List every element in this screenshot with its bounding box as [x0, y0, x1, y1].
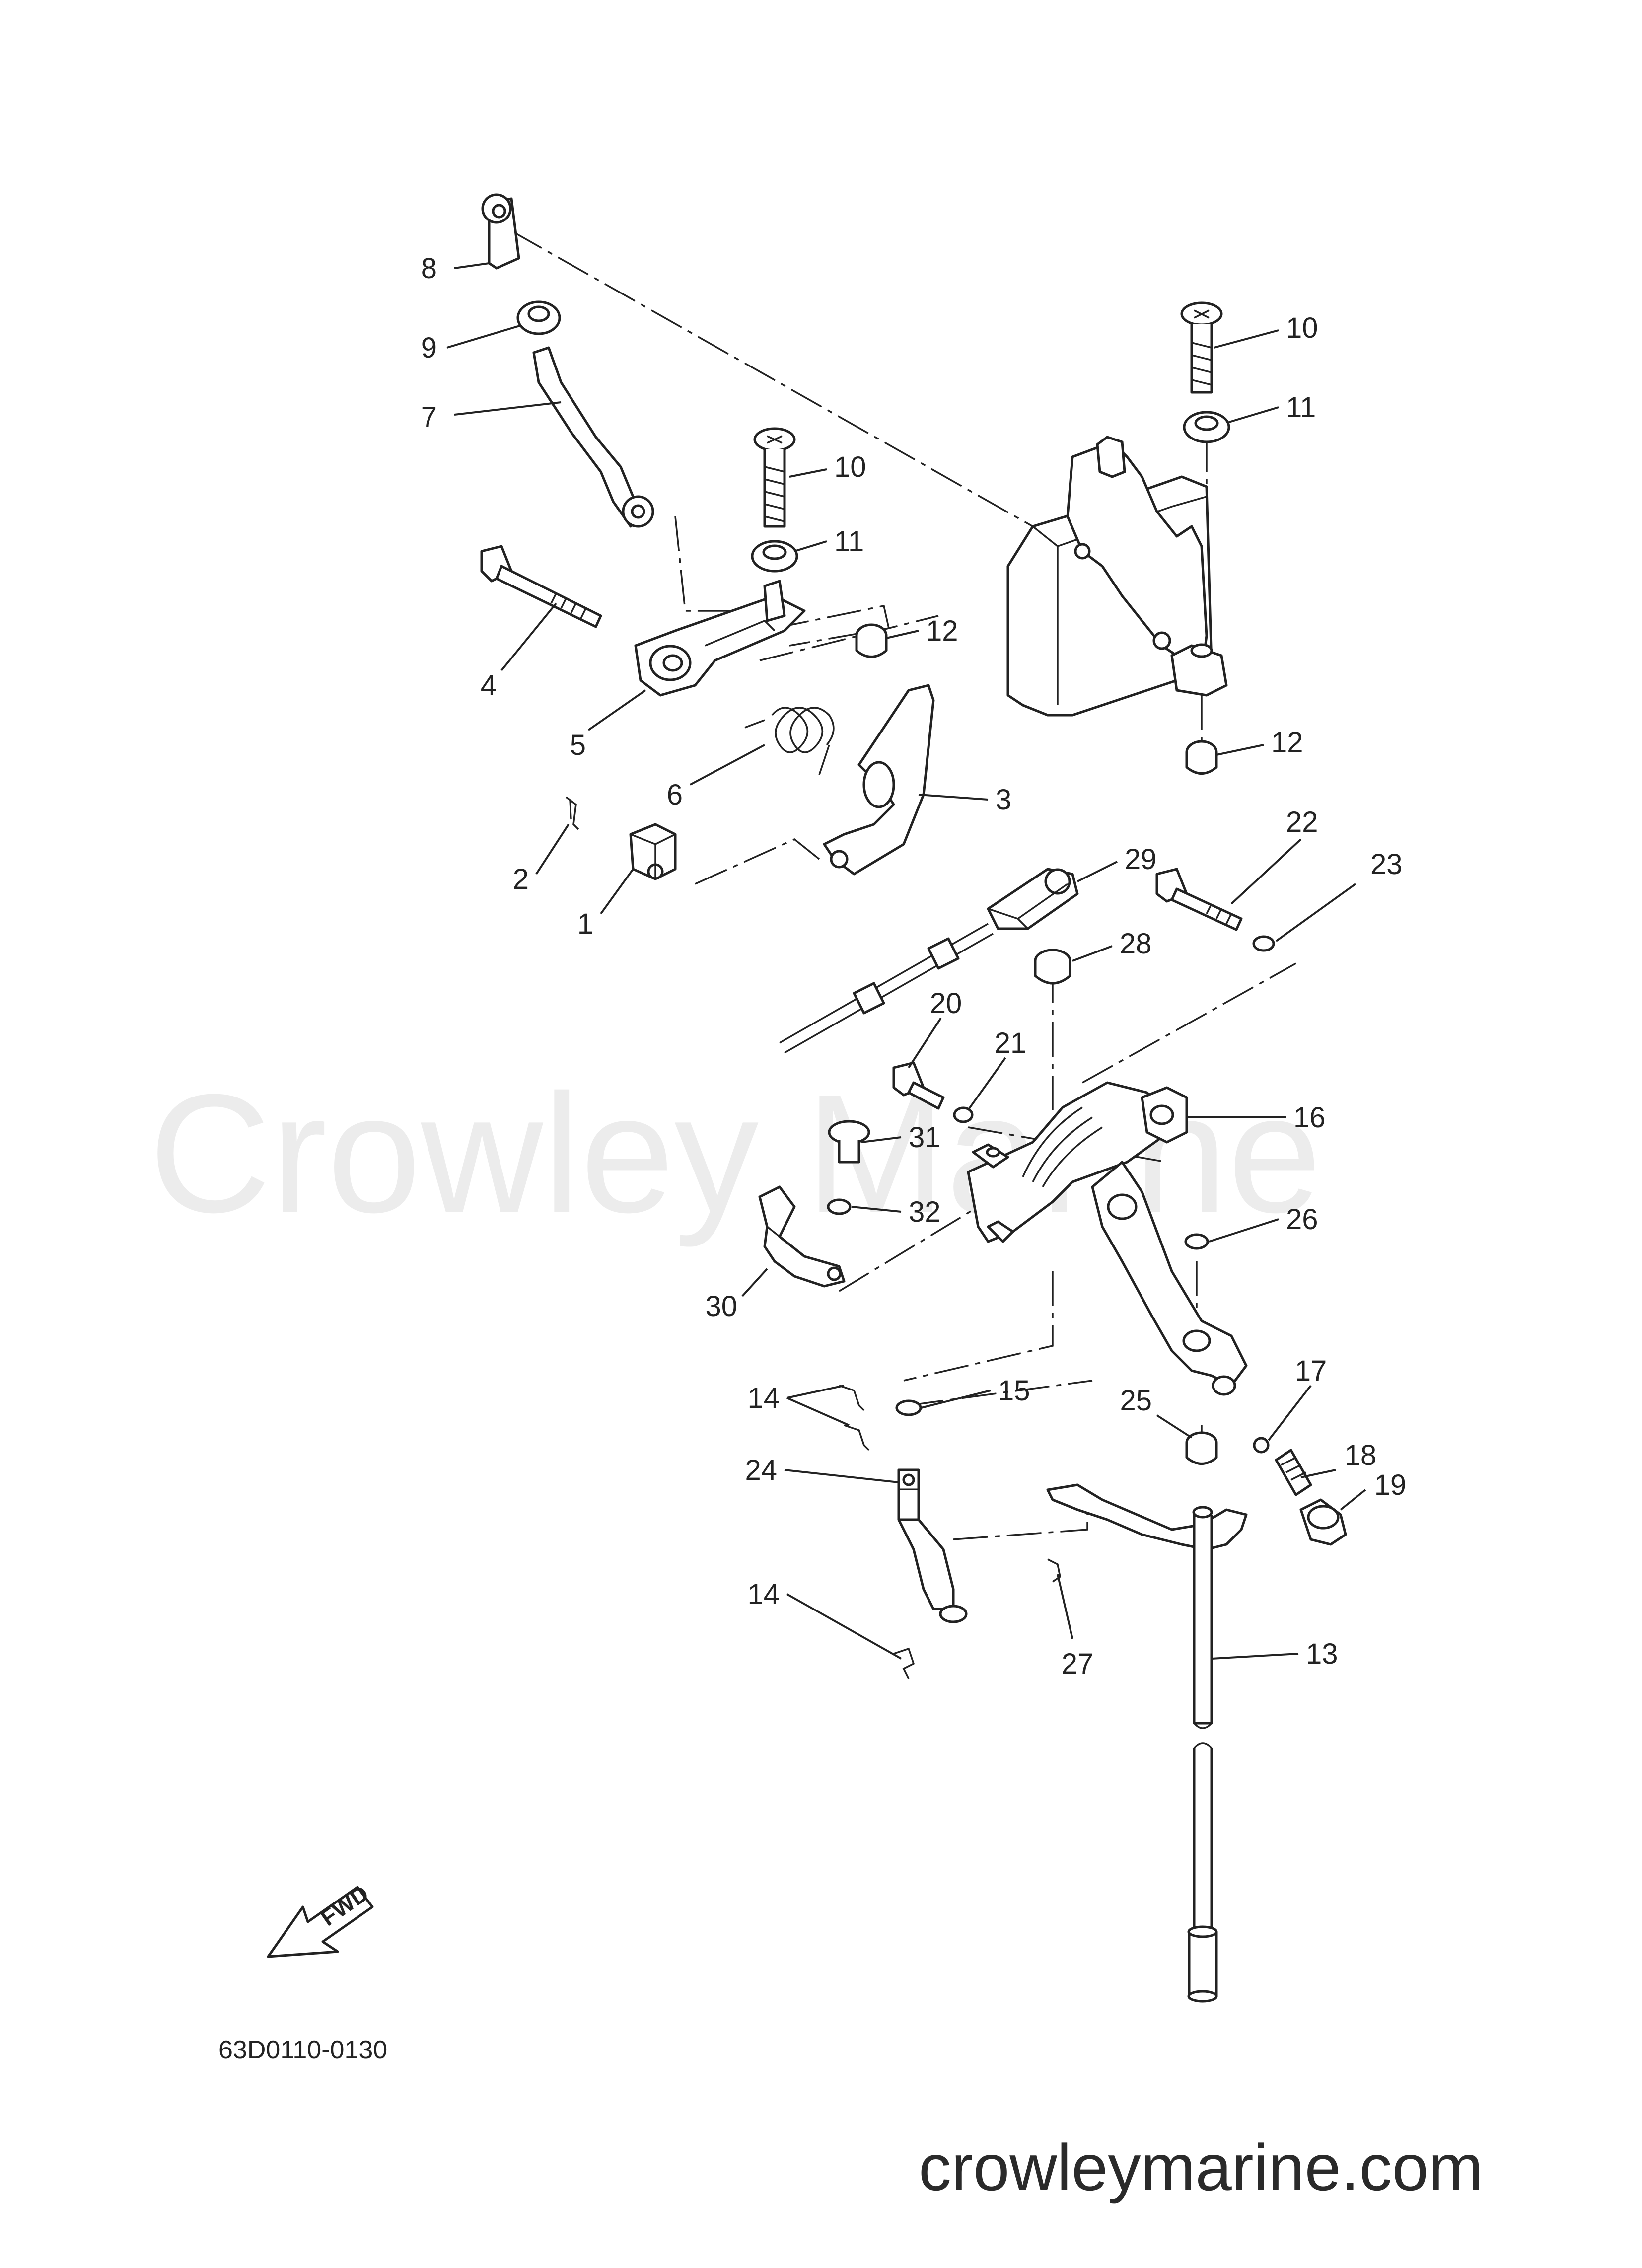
part-22-bolt — [1155, 868, 1243, 931]
part-31-bolt — [828, 1120, 870, 1164]
callout-18: 18 — [1345, 1439, 1377, 1471]
part-32-washer — [827, 1198, 852, 1215]
diagram-code: 63D0110-0130 — [218, 2036, 387, 2064]
callout-9: 9 — [421, 332, 437, 364]
callout-23: 23 — [1370, 848, 1403, 880]
carburetor-body — [1006, 436, 1228, 717]
part-15-washer — [895, 1399, 922, 1416]
callout-12-upper: 12 — [926, 615, 958, 647]
callout-6: 6 — [667, 779, 683, 811]
callout-labels: 8 9 7 10 11 4 5 12 6 3 2 1 10 11 12 22 2… — [421, 252, 1407, 1680]
callout-7: 7 — [421, 401, 437, 434]
callout-20: 20 — [930, 987, 962, 1020]
callout-1: 1 — [577, 908, 593, 940]
callout-21: 21 — [995, 1027, 1027, 1059]
part-3-cam-plate — [823, 684, 935, 876]
shift-lever-arm — [1091, 1161, 1248, 1396]
callout-16: 16 — [1293, 1101, 1326, 1134]
part-27-pin — [1047, 1558, 1061, 1583]
callout-11-left: 11 — [834, 525, 864, 558]
callout-30: 30 — [705, 1290, 737, 1322]
part-13-shift-rod — [1187, 1506, 1218, 2003]
callout-22: 22 — [1286, 806, 1318, 838]
part-18-spring — [1275, 1449, 1312, 1496]
callout-17: 17 — [1295, 1355, 1327, 1387]
part-11-nut-right — [1183, 411, 1230, 443]
callout-25: 25 — [1120, 1385, 1152, 1417]
website-text: crowleymarine.com — [919, 2131, 1483, 2204]
part-8-cable-clip — [481, 193, 520, 270]
part-10-screw-right — [1180, 301, 1223, 394]
callout-28: 28 — [1120, 928, 1152, 960]
callout-31: 31 — [909, 1121, 941, 1154]
shift-cam-plate — [1046, 1483, 1248, 1551]
part-5-throttle-arm — [634, 580, 806, 697]
part-14-pin-lower — [893, 1647, 915, 1679]
part-11-nut-left — [751, 540, 798, 573]
callout-11-right: 11 — [1286, 391, 1316, 424]
part-6-spring — [744, 707, 835, 775]
callout-19: 19 — [1374, 1469, 1407, 1501]
part-28-bushing — [1034, 949, 1071, 985]
part-12-bushing-upper — [855, 623, 888, 658]
part-4-bolt — [480, 545, 602, 628]
callout-29: 29 — [1125, 843, 1157, 876]
part-23-washer — [1252, 935, 1275, 952]
part-14-pins-upper — [839, 1385, 870, 1451]
part-12-bushing-right — [1185, 740, 1218, 775]
callout-14-upper: 14 — [747, 1382, 780, 1414]
part-19-plug — [1299, 1498, 1347, 1546]
part-10-screw-left — [753, 427, 796, 528]
callout-4: 4 — [481, 669, 497, 702]
fwd-arrow: FWD — [267, 1880, 374, 1958]
part-7-link-rod — [532, 346, 654, 528]
part-24-shift-lever — [897, 1468, 968, 1623]
callout-8: 8 — [421, 252, 437, 285]
callout-32: 32 — [909, 1196, 941, 1228]
part-26-washer — [1184, 1233, 1209, 1250]
part-9-nut — [516, 300, 561, 335]
callout-3: 3 — [996, 784, 1011, 816]
part-25-bushing — [1185, 1431, 1218, 1465]
callout-13: 13 — [1306, 1638, 1338, 1670]
leader-lines — [446, 262, 1366, 1660]
callout-10-right: 10 — [1286, 312, 1318, 344]
callout-15: 15 — [998, 1375, 1030, 1407]
callout-27: 27 — [1062, 1648, 1094, 1680]
part-2-pin — [565, 796, 579, 830]
part-16-shift-bracket — [967, 1081, 1188, 1243]
part-drawings — [480, 193, 1347, 2003]
callout-2: 2 — [513, 863, 529, 895]
shift-cable — [779, 923, 994, 1054]
part-17-ball — [1253, 1437, 1270, 1454]
part-20-bolt — [892, 1061, 945, 1110]
callout-12-right: 12 — [1271, 727, 1303, 759]
callout-26: 26 — [1286, 1203, 1318, 1236]
callout-5: 5 — [570, 729, 586, 761]
callout-14-lower: 14 — [747, 1578, 780, 1610]
part-21-washer — [953, 1106, 974, 1123]
part-29-cable-joint — [987, 868, 1079, 930]
callout-24: 24 — [745, 1454, 777, 1486]
part-1-holder — [629, 823, 677, 880]
callout-10-left: 10 — [834, 451, 866, 483]
part-30-retaining-plate — [758, 1185, 846, 1288]
